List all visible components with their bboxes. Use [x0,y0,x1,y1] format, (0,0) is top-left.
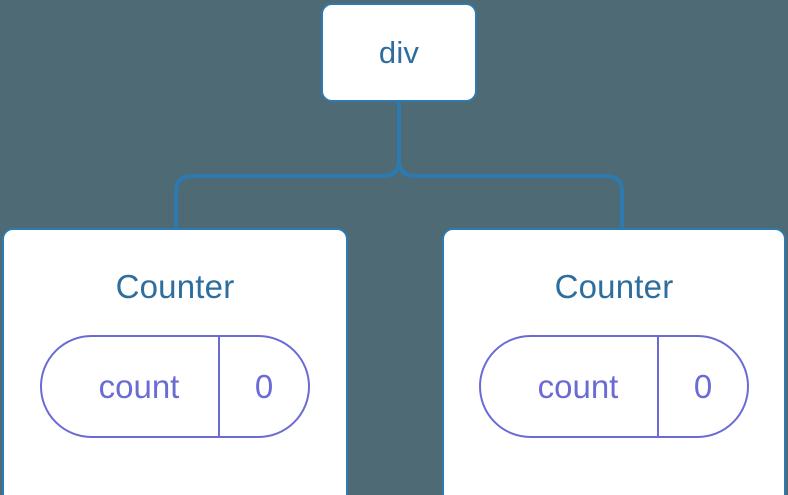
state-key-label: count [98,368,180,405]
state-key-label: count [537,368,619,405]
state-pill-count-left[interactable]: count 0 [40,335,310,438]
node-counter-left[interactable]: Counter count 0 [2,228,348,495]
node-div[interactable]: div [321,3,477,102]
node-counter-left-label: Counter [115,268,235,305]
edge-div-to-counter-left [174,99,401,230]
node-counter-right[interactable]: Counter count 0 [442,228,786,495]
state-pill-count-right[interactable]: count 0 [479,335,749,438]
state-value-label: 0 [657,337,747,436]
edge-div-to-counter-right [397,99,624,230]
node-div-label: div [378,35,420,70]
state-value-label: 0 [218,337,308,436]
node-counter-right-label: Counter [554,268,674,305]
